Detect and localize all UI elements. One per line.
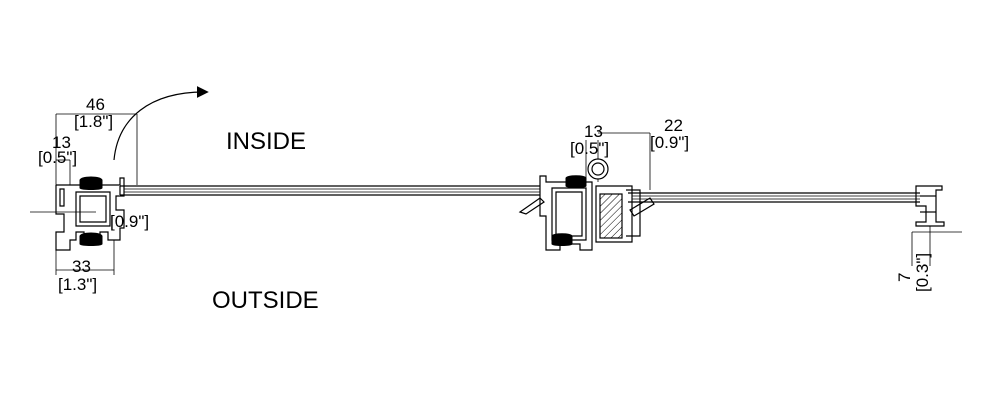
dim-13-left-mm: 13 (52, 133, 71, 152)
right-jamb-profile (911, 185, 962, 266)
dim-33-in: [1.3"] (58, 275, 97, 294)
swing-arrow (113, 86, 209, 161)
dim-7-mm: 7 (895, 273, 914, 282)
dim-22-in: [0.9"] (650, 133, 689, 152)
glass-panel-left (119, 185, 540, 196)
dim-46-mm: 46 (86, 95, 105, 114)
dim-13-mid-in: [0.5"] (570, 139, 609, 158)
dim-13-mid-mm: 13 (584, 122, 603, 141)
middle-mullion-profile (518, 132, 655, 251)
outside-label: OUTSIDE (212, 287, 319, 314)
left-frame-profile (30, 113, 138, 275)
dim-09-left-in: [0.9"] (110, 212, 149, 231)
inside-label: INSIDE (226, 128, 306, 155)
glass-panel-right (628, 192, 920, 203)
dim-13-left-in: [0.5"] (38, 148, 77, 167)
dim-7-in: [0.3"] (913, 253, 932, 292)
dim-33-mm: 33 (72, 257, 91, 276)
dim-46-in: [1.8"] (74, 112, 113, 131)
dim-22-mm: 22 (664, 116, 683, 135)
